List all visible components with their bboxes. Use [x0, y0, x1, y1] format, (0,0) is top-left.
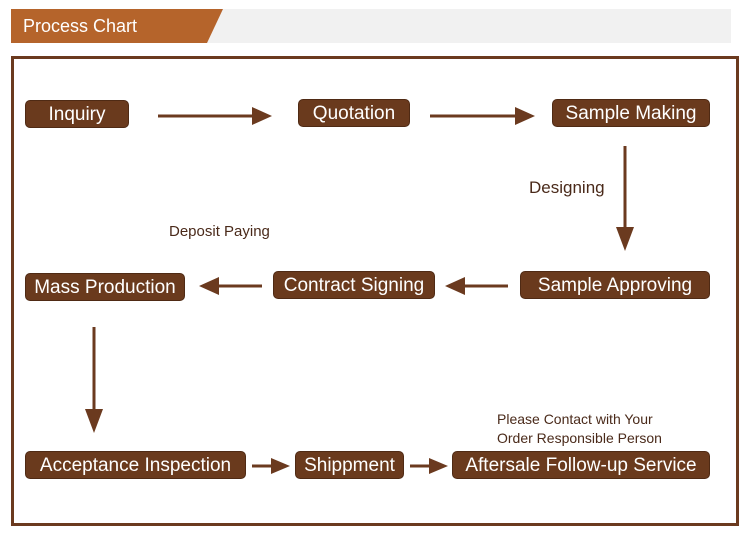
arrow-quotation-to-sample-making — [430, 107, 535, 125]
step-sample-approving: Sample Approving — [520, 271, 710, 299]
arrow-sample-making-to-approving — [616, 146, 634, 251]
step-aftersale: Aftersale Follow-up Service — [452, 451, 710, 479]
step-shippment: Shippment — [295, 451, 404, 479]
arrow-inquiry-to-quotation — [158, 107, 272, 125]
step-inquiry: Inquiry — [25, 100, 129, 128]
step-contract-signing: Contract Signing — [273, 271, 435, 299]
header-tab: Process Chart — [11, 9, 223, 43]
header-tab-shape — [11, 9, 223, 43]
note-deposit-paying: Deposit Paying — [169, 223, 270, 240]
arrow-shippment-to-aftersale — [410, 458, 448, 474]
step-quotation: Quotation — [298, 99, 410, 127]
arrow-mass-production-to-acceptance — [85, 327, 103, 433]
note-designing: Designing — [529, 178, 605, 197]
step-sample-making: Sample Making — [552, 99, 710, 127]
note-contact-line1: Please Contact with Your — [497, 411, 653, 427]
step-acceptance-inspection: Acceptance Inspection — [25, 451, 246, 479]
arrow-contract-to-mass-production — [199, 277, 262, 295]
page-title: Process Chart — [23, 16, 138, 36]
arrow-approving-to-contract — [445, 277, 508, 295]
step-mass-production: Mass Production — [25, 273, 185, 301]
note-contact-line2: Order Responsible Person — [497, 430, 662, 446]
arrow-acceptance-to-shippment — [252, 458, 290, 474]
